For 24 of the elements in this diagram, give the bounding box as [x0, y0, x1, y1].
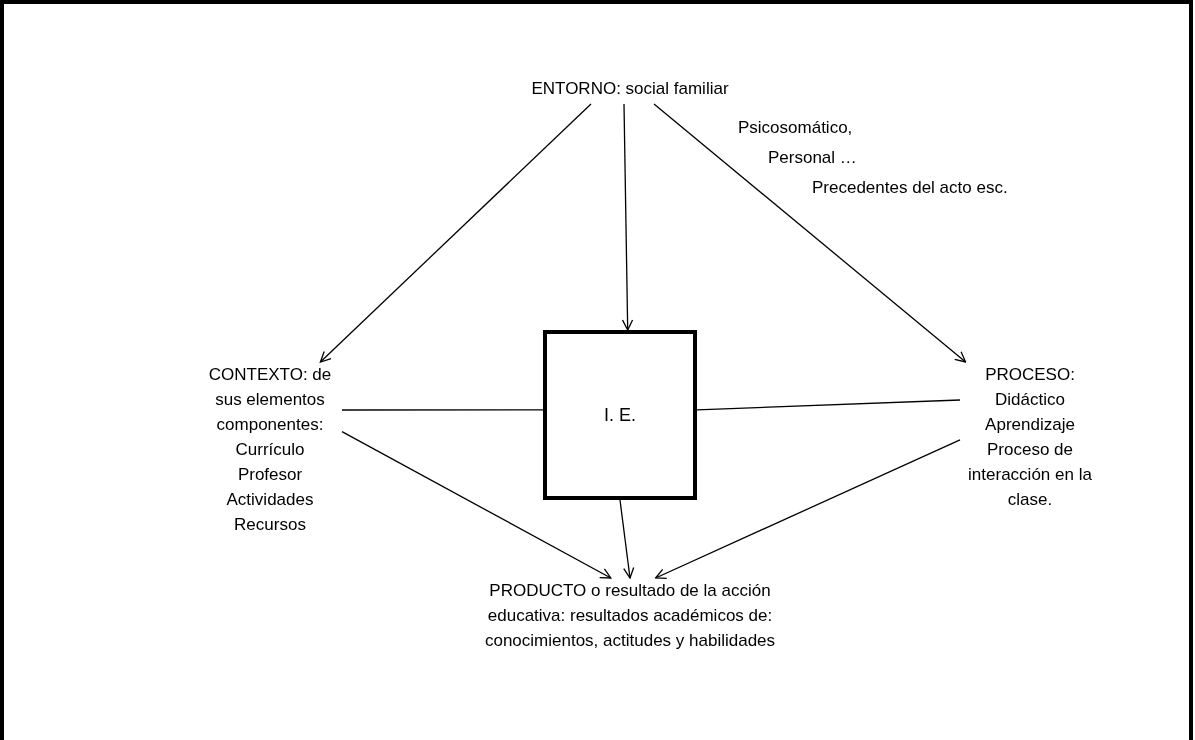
node-text: Recursos	[233, 514, 307, 536]
arrow	[619, 499, 635, 579]
node-text: Currículo	[234, 439, 306, 461]
node-text: Aprendizaje	[984, 414, 1076, 436]
arrow	[653, 103, 967, 363]
annotation-text: Psicosomático,	[738, 117, 853, 139]
node-heading: CONTEXTO: de sus elementos componentes:	[207, 364, 333, 436]
node-heading: PROCESO:	[984, 364, 1076, 386]
annotation-text: Precedentes del acto esc.	[812, 177, 1008, 199]
node-heading: PRODUCTO o resultado de la acción educativa: resultados académicos de: conocimientos, actitudes y habilidades	[483, 580, 777, 652]
arrow	[621, 103, 634, 331]
arrow	[654, 439, 961, 580]
node-heading: ENTORNO: social familiar	[530, 78, 730, 100]
process-box	[543, 330, 697, 500]
node-text: Proceso de interacción en la clase.	[967, 439, 1093, 511]
connector-line	[696, 399, 961, 411]
arrow	[319, 103, 592, 363]
node-text: Actividades	[225, 489, 315, 511]
node-text: Profesor	[236, 464, 304, 486]
arrow	[341, 430, 612, 579]
annotation-text: Personal …	[768, 147, 857, 169]
box-label: I. E.	[604, 403, 636, 427]
connector-line	[341, 409, 544, 411]
node-text: Didáctico	[994, 389, 1066, 411]
